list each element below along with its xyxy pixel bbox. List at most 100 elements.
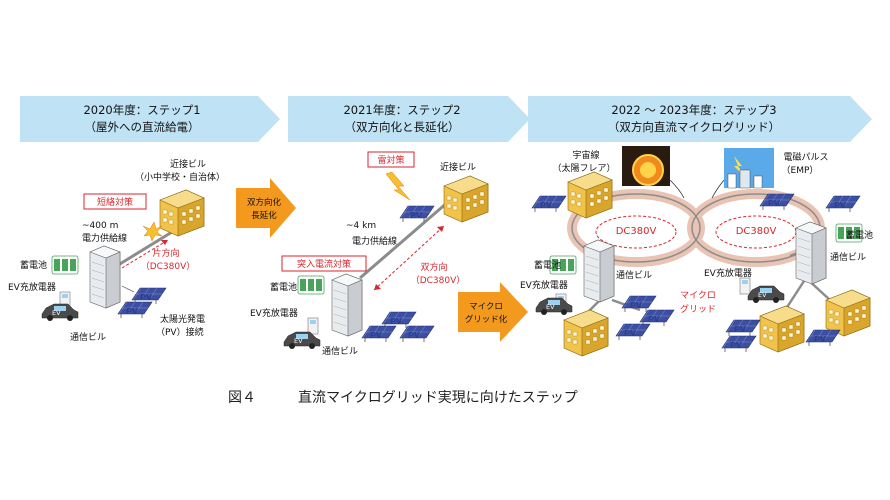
step3-space-sublabel: （太陽フレア） [552, 162, 615, 174]
step2-battery-icon [297, 275, 325, 295]
step2-lightning-label: 雷対策 [377, 154, 404, 166]
step1-subtitle: （屋外への直流給電） [85, 120, 200, 134]
caption-text: 直流マイクログリッド実現に向けたステップ [298, 389, 578, 406]
step1-cable [109, 230, 173, 272]
step1-cable-label: 電力供給線 [82, 232, 127, 244]
step3-ev-right-label: EV充放電器 [704, 267, 752, 279]
step2-charger-icon [307, 317, 319, 335]
step3-scene: PV EV PV PV PV PV PV EV [531, 146, 871, 357]
step3-pv-label-right-1: PV [734, 325, 747, 334]
step1-neighbor-building [159, 189, 205, 237]
step2-title: 2021年度：ステップ2 [343, 103, 460, 117]
step3-pv-label-left-3: PV [624, 329, 637, 338]
step2-ev-label: EV充放電器 [250, 307, 298, 319]
transition-1-line1: 双方向化 [247, 197, 282, 208]
step3-pv-label-right-top-2: PV [834, 201, 847, 210]
step3-ring-right-voltage: DC380V [736, 226, 777, 237]
step3-pv-label-left-1: PV [630, 301, 643, 310]
step3-ev-tag-right: EV [758, 291, 767, 299]
step3-emp-label: 電磁パルス [783, 151, 828, 163]
step1-telecom-label: 通信ビル [70, 331, 106, 343]
step2-lightning-icon [385, 171, 411, 201]
step2-pv-label-3: PV [408, 331, 421, 340]
step1-pv-label-1: PV [140, 293, 153, 302]
step3-ring-left-voltage: DC380V [616, 226, 657, 237]
step2-inrush-box [281, 255, 367, 272]
caption-figure-number: 図４ [228, 390, 256, 406]
step3-building-bottom-left [563, 309, 609, 357]
step3-pv-label-right-2: PV [730, 341, 743, 350]
step1-short-circuit-label: 短絡対策 [97, 196, 133, 208]
step3-telecom-right-label: 通信ビル [830, 251, 866, 263]
step1-building-label: 近接ビル [170, 158, 206, 170]
step3-title: 2022 ～ 2023年度：ステップ3 [611, 103, 776, 117]
step1-ev-label: EV充放電器 [8, 281, 56, 293]
step3-pv-label-right-3: PV [814, 335, 827, 344]
step1-scene: EV PV PV [41, 189, 205, 322]
step3-subtitle: （双方向直流マイクログリッド） [608, 120, 780, 134]
step2-ev-tag: EV [294, 337, 303, 345]
step2-voltage-label: （DC380V） [411, 275, 466, 286]
step2-pv-label-1: PV [390, 317, 403, 326]
step3-telecom-left [583, 239, 615, 303]
step2-cable [359, 200, 449, 280]
step1-spark-icon [142, 221, 163, 242]
transition-arrow-2 [458, 282, 528, 342]
step2-battery-label: 蓄電池 [270, 281, 297, 293]
step3-telecom-left-label: 通信ビル [616, 269, 652, 281]
step3-building-top-left [567, 171, 613, 219]
step3-ev-tag-left: EV [546, 303, 555, 311]
step2-direction-label: 双方向 [420, 261, 447, 273]
step2-subtitle: （双方向化と長延化） [345, 120, 460, 134]
step2-scene: PV EV PV PV PV [283, 171, 489, 350]
step3-building-far-right [825, 289, 871, 337]
step3-pv-label-left-top: PV [540, 201, 553, 210]
step1-solar-label: 太陽光発電 [160, 313, 205, 325]
step1-battery-label: 蓄電池 [20, 259, 47, 271]
transition-1-line2: 長延化 [251, 210, 277, 221]
step2-lightning-box [367, 151, 415, 168]
transition-arrow-1 [236, 178, 296, 238]
step3-building-bottom-right [759, 305, 805, 353]
step1-telecom-building [89, 245, 121, 309]
step3-space-label: 宇宙線 [572, 149, 599, 161]
step2-distance: ~4 km [346, 221, 376, 231]
step1-ev-tag: EV [52, 309, 61, 317]
step3-microgrid-label: マイクロ [680, 290, 716, 301]
step3-emp-sublabel: （EMP） [782, 165, 819, 176]
step2-telecom-building [331, 273, 363, 337]
step2-cable-label: 電力供給線 [352, 235, 397, 247]
step2-telecom-label: 通信ビル [322, 345, 358, 357]
step2-pv-label-top: PV [410, 211, 423, 220]
step1-voltage-label: （DC380V） [141, 261, 196, 272]
step1-banner [20, 96, 280, 142]
step3-ev-left-label: EV充放電器 [520, 279, 568, 291]
step3-telecom-right [795, 221, 827, 285]
step3-banner [528, 96, 872, 142]
step1-direction-label: 片方向 [152, 247, 179, 259]
step2-banner [288, 96, 530, 142]
transition-2-line2: グリッド化 [465, 314, 508, 325]
step2-building-label: 近接ビル [440, 161, 476, 173]
step1-solar-sublabel: （PV）接続 [156, 326, 204, 338]
step2-pv-label-2: PV [370, 331, 383, 340]
step1-battery-icon [51, 255, 79, 275]
step1-arrowhead [161, 240, 168, 245]
step3-pv-label-left-2: PV [648, 315, 661, 324]
step2-neighbor-building [443, 175, 489, 223]
step1-short-circuit-box [83, 193, 147, 210]
step3-charger-right-icon [739, 277, 751, 295]
step3-pv-label-right-top: PV [768, 199, 781, 208]
step2-direction-arrow [373, 225, 445, 291]
step1-distance: ~400 m [82, 221, 118, 231]
step3-battery-left-label: 蓄電池 [534, 259, 561, 271]
step3-battery-right-label: 蓄電池 [846, 229, 873, 241]
step2-inrush-label: 突入電流対策 [297, 258, 351, 270]
transition-2-line1: マイクロ [469, 302, 503, 312]
step1-direction-arrow [121, 239, 169, 269]
step1-pv-label-2: PV [126, 307, 139, 316]
step1-building-sublabel: （小中学校・自治体） [135, 171, 225, 183]
step1-title: 2020年度：ステップ1 [83, 103, 200, 117]
